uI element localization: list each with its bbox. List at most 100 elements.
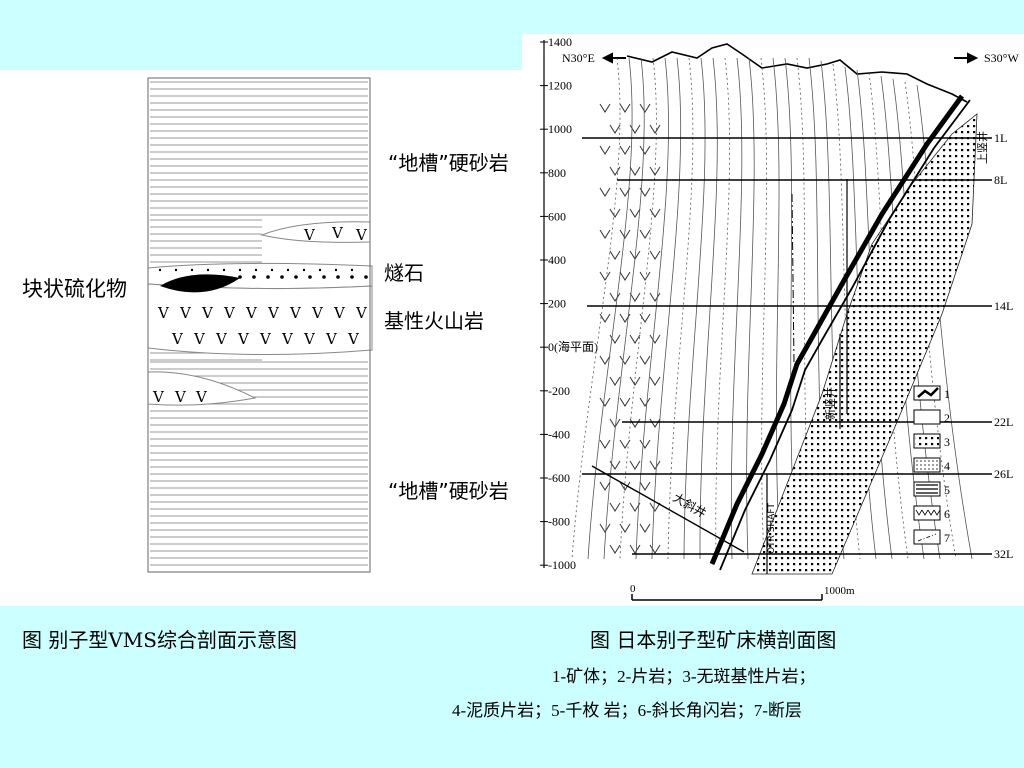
v-symbol: V [193,330,206,348]
schist-band [587,57,633,560]
legend-number: 1 [944,387,950,401]
v-symbol: V [325,330,338,348]
v-mark [599,481,611,491]
v-mark [599,313,611,323]
v-symbol: V [157,304,170,322]
elevation-tick-label: -800 [548,515,570,529]
v-mark [609,166,621,176]
v-swatch-mark [933,509,941,516]
schist-band [868,72,909,560]
schist-band [651,57,682,560]
chert-dot [280,275,284,279]
chert-dot [190,268,194,272]
v-mark [599,397,611,407]
chert-dot [158,268,162,272]
label-otr-shaft: OTR SHAFT [767,503,777,554]
v-mark [619,187,631,197]
legend-item: 6 [913,505,950,521]
v-symbol: V [179,304,192,322]
shaft-dashed [791,193,795,365]
legend-number: 2 [944,411,950,425]
schist-band [699,57,718,560]
schist-band [904,81,957,560]
v-mark [599,355,611,365]
chert-dot [254,268,258,272]
schist-band [635,57,669,560]
v-symbol: V [259,330,272,348]
level-label: 14L [994,299,1013,313]
v-mark [619,271,631,281]
v-mark [609,544,621,554]
level-label: 26L [994,467,1013,481]
lower-volcanic-lens [147,371,257,406]
svg-text:V: V [174,388,187,406]
chert-dots [158,268,368,279]
label-new-shaft: 新竖井 [823,387,837,420]
ore-body-secondary [719,99,971,571]
elevation-tick-label: 800 [548,166,566,180]
chert-dot [222,268,226,272]
v-mark [639,355,651,365]
v-mark [639,145,651,155]
elevation-tick-label: 1000 [548,122,572,136]
legend-number: 7 [944,531,950,545]
v-symbol: V [215,330,228,348]
elevation-tick-label: -400 [548,427,570,441]
chert-dot [252,275,256,279]
svg-text:V: V [331,224,344,242]
elevation-tick-label: 200 [548,297,566,311]
legend-number: 4 [944,459,950,473]
chert-dot [174,268,178,272]
v-mark [629,124,641,134]
v-mark [629,166,641,176]
arrow-left-icon [601,52,626,64]
direction-right: S30°W [984,51,1019,65]
chert-dot [294,275,298,279]
legend-text-line1: 1-矿体；2-片岩；3-无斑基性片岩； [552,667,816,686]
schist-band [683,57,706,560]
v-mark [609,208,621,218]
legend-item: 1 [913,385,950,401]
label-greywacke-bottom: “地槽”硬砂岩 [388,479,509,503]
v-symbol: V [201,304,214,322]
upper-volcanic-lens [260,221,371,243]
v-mark [649,544,661,554]
chert-dot [350,275,354,279]
chert-dot [322,275,326,279]
v-mark [609,124,621,134]
label-basic-volcanic: 基性火山岩 [384,309,484,333]
schist-band [715,57,730,560]
v-mark [629,418,641,428]
v-symbol: V [281,330,294,348]
caption-left: 图 别子型VMS综合剖面示意图 [22,628,297,652]
legend-text-line2: 4-泥质片岩；5-千枚 岩；6-斜长角闪岩；7-断层 [452,701,802,720]
schist-band [730,57,743,560]
level-label: 8L [994,173,1007,187]
v-mark [619,145,631,155]
v-mark [629,292,641,302]
v-mark [599,145,611,155]
label-massive-sulfide: 块状硫化物 [22,277,127,301]
svg-text:V: V [195,388,208,406]
level-label: 32L [994,547,1013,561]
label-chert: 燧石 [384,261,424,285]
fault-swatch-line [917,533,937,542]
elevation-tick-label: 1200 [548,79,572,93]
v-mark [639,397,651,407]
v-swatch-mark [927,509,935,516]
massive-sulfide-lens [160,274,240,293]
v-mark [629,544,641,554]
chert-dot [334,268,338,272]
elevation-tick-label: -600 [548,471,570,485]
label-greywacke-top: “地槽”硬砂岩 [388,151,509,175]
dot-swatch-icon [915,435,939,447]
v-mark [649,460,661,470]
v-mark [629,376,641,386]
legend-number: 5 [944,483,950,497]
chert-dot [266,275,270,279]
v-mark [639,271,651,281]
ore-swatch-icon [917,387,939,398]
